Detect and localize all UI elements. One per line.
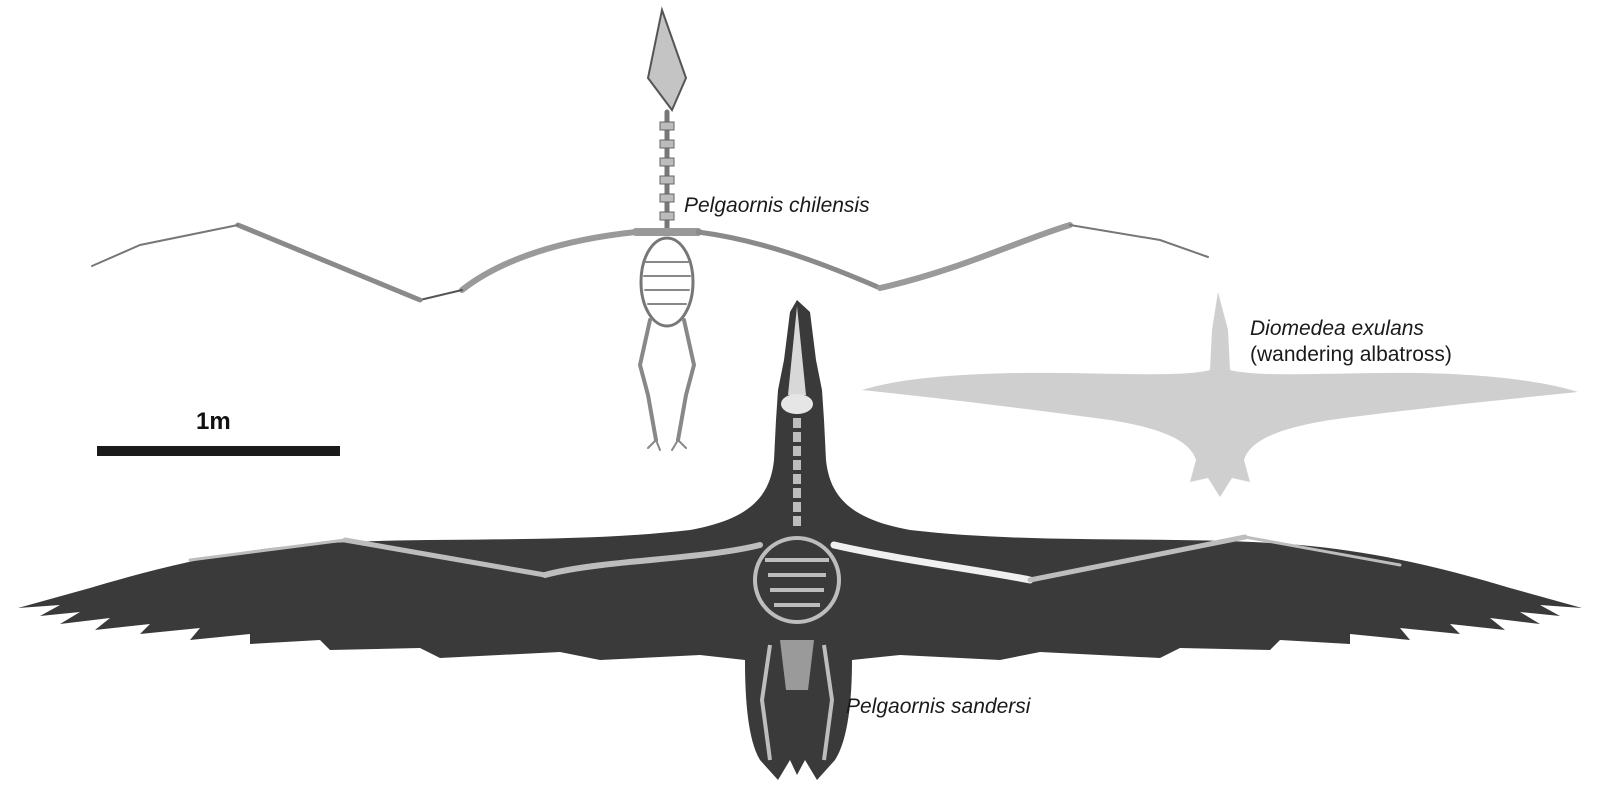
chilensis-left-wing bbox=[91, 222, 639, 303]
sandersi-neck bbox=[793, 418, 801, 526]
chilensis-skeleton bbox=[91, 6, 1209, 451]
label-exulans-species: Diomedea exulans bbox=[1250, 317, 1424, 340]
label-exulans-common-name: (wandering albatross) bbox=[1250, 343, 1452, 366]
sandersi-ribcage bbox=[753, 536, 841, 624]
chilensis-legs bbox=[637, 318, 697, 451]
chilensis-skull bbox=[646, 6, 688, 112]
label-pelgaornis-sandersi: Pelgaornis sandersi bbox=[846, 695, 1031, 718]
sandersi-legs bbox=[759, 644, 835, 761]
label-pelgaornis-chilensis: Pelgaornis chilensis bbox=[684, 194, 870, 217]
sandersi-cranium bbox=[781, 394, 813, 414]
chilensis-right-wing bbox=[695, 222, 1209, 291]
chilensis-vertebrae bbox=[659, 121, 675, 221]
chilensis-ribs bbox=[643, 261, 691, 305]
sandersi-pelvis bbox=[780, 640, 814, 690]
scale-bar bbox=[97, 446, 340, 456]
sandersi-skull bbox=[788, 306, 806, 395]
chilensis-ribcage bbox=[639, 236, 695, 328]
label-diomedea-exulans: Diomedea exulans (wandering albatross) bbox=[1250, 316, 1452, 368]
scale-bar-label: 1m bbox=[196, 408, 231, 435]
sandersi-ribs bbox=[765, 558, 829, 607]
sandersi-silhouette bbox=[18, 300, 1582, 780]
sandersi-wing-bones bbox=[188, 534, 1402, 584]
albatross-silhouette bbox=[862, 292, 1578, 497]
